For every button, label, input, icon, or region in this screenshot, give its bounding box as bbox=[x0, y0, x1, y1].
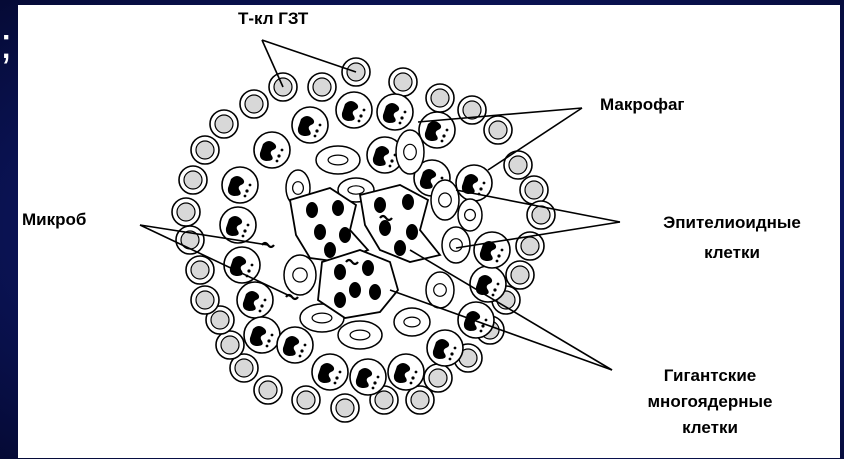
t-cell bbox=[426, 84, 454, 112]
label-microbe: Микроб bbox=[22, 210, 86, 230]
t-cell bbox=[506, 261, 534, 289]
epithelioid-cell bbox=[396, 130, 424, 174]
label-epithelioid-line2: клетки bbox=[632, 243, 832, 263]
macrophage bbox=[427, 330, 463, 366]
macrophage bbox=[312, 354, 348, 390]
giant-multinucleated-cell bbox=[318, 250, 398, 318]
label-t-cell: Т-кл ГЗТ bbox=[238, 9, 308, 29]
epithelioid-cell bbox=[316, 146, 360, 174]
macrophage bbox=[388, 354, 424, 390]
macrophage bbox=[224, 247, 260, 283]
t-cell bbox=[179, 166, 207, 194]
epithelioid-cell bbox=[442, 227, 470, 263]
epithelioid-cell bbox=[426, 272, 454, 308]
t-cell bbox=[176, 226, 204, 254]
leader-line bbox=[262, 40, 356, 72]
macrophage bbox=[350, 359, 386, 395]
macrophage bbox=[244, 317, 280, 353]
macrophage bbox=[277, 327, 313, 363]
leader-line bbox=[140, 225, 292, 297]
t-cell bbox=[389, 68, 417, 96]
label-epithelioid-line1: Эпителиоидные bbox=[632, 213, 832, 233]
t-cell bbox=[292, 386, 320, 414]
macrophage bbox=[336, 92, 372, 128]
t-cell bbox=[210, 110, 238, 138]
t-cell bbox=[458, 96, 486, 124]
t-cell bbox=[191, 136, 219, 164]
macrophage bbox=[237, 282, 273, 318]
t-cell bbox=[216, 331, 244, 359]
macrophage bbox=[377, 94, 413, 130]
t-cell bbox=[240, 90, 268, 118]
epithelioid-cell bbox=[284, 255, 316, 295]
granuloma-figure: Т-кл ГЗТ Макрофаг Микроб Эпителиоидные к… bbox=[18, 5, 840, 458]
cell-layer bbox=[172, 58, 555, 422]
epithelioid-cell bbox=[431, 180, 459, 220]
label-giant-line3: клетки bbox=[630, 418, 790, 438]
giant-multinucleated-cell bbox=[360, 185, 440, 262]
macrophage bbox=[222, 167, 258, 203]
t-cell bbox=[520, 176, 548, 204]
t-cell bbox=[484, 116, 512, 144]
macrophage bbox=[292, 107, 328, 143]
t-cell bbox=[308, 73, 336, 101]
label-giant-line1: Гигантские bbox=[630, 366, 790, 386]
macrophage bbox=[474, 232, 510, 268]
t-cell bbox=[504, 151, 532, 179]
label-epithelioid: Эпителиоидные клетки bbox=[632, 213, 832, 263]
label-giant-line2: многоядерные bbox=[630, 392, 790, 412]
epithelioid-cell bbox=[394, 308, 430, 336]
t-cell bbox=[172, 198, 200, 226]
t-cell bbox=[254, 376, 282, 404]
macrophage bbox=[254, 132, 290, 168]
t-cell bbox=[186, 256, 214, 284]
macrophage bbox=[419, 112, 455, 148]
label-macrophage: Макрофаг bbox=[600, 95, 685, 115]
macrophage bbox=[458, 302, 494, 338]
t-cell bbox=[191, 286, 219, 314]
epithelioid-cell bbox=[458, 199, 482, 231]
label-giant-cells: Гигантские многоядерные клетки bbox=[630, 366, 790, 438]
epithelioid-cell bbox=[338, 321, 382, 349]
t-cell bbox=[331, 394, 359, 422]
slide-title-fragment: ; bbox=[0, 22, 12, 66]
